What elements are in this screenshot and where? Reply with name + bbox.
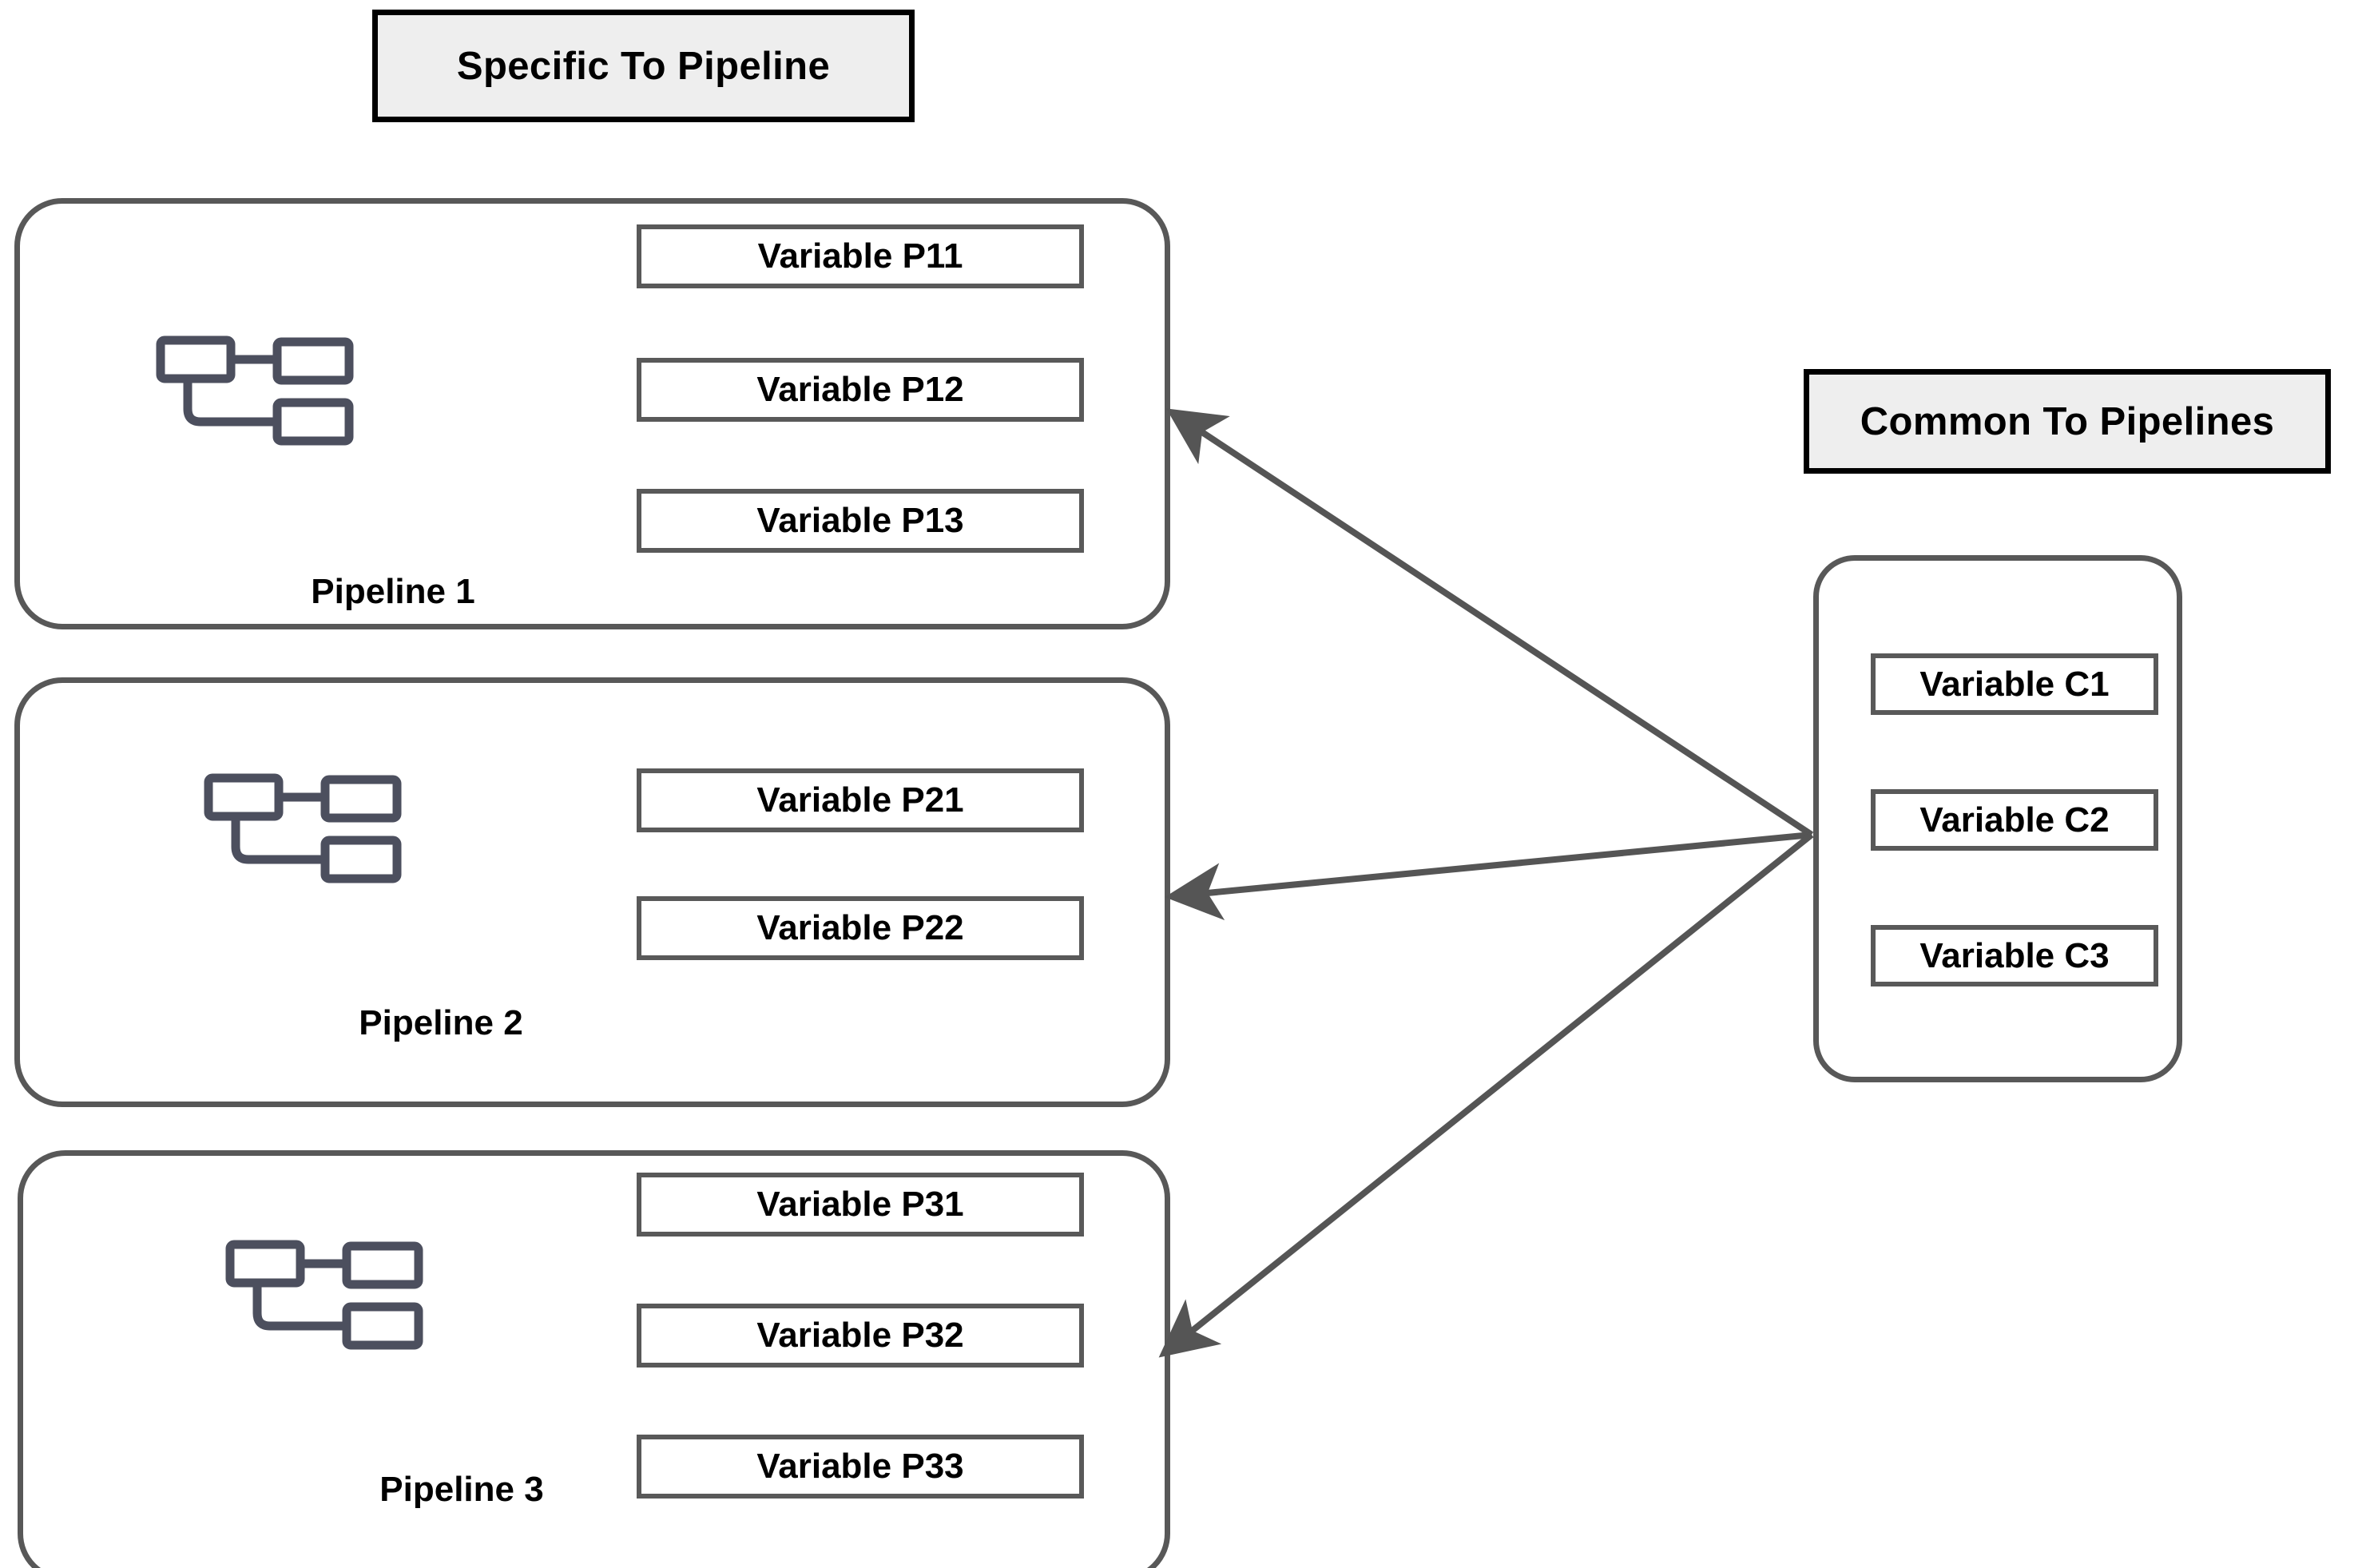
pipeline-caption-2: Pipeline 2 — [359, 1003, 523, 1042]
variable-label-p33: Variable P33 — [756, 1447, 964, 1486]
variable-label-p32: Variable P32 — [756, 1316, 964, 1355]
pipeline-card-2[interactable] — [14, 677, 1170, 1107]
variable-box-p31[interactable]: Variable P31 — [637, 1173, 1084, 1237]
section-header-common-to-pipelines: Common To Pipelines — [1804, 369, 2331, 474]
variable-box-p12[interactable]: Variable P12 — [637, 358, 1084, 422]
variable-label-p31: Variable P31 — [756, 1185, 964, 1224]
variable-label-c2: Variable C2 — [1919, 800, 2110, 840]
variable-box-p32[interactable]: Variable P32 — [637, 1304, 1084, 1368]
pipeline-caption-3: Pipeline 3 — [379, 1470, 544, 1509]
variable-label-p22: Variable P22 — [756, 908, 964, 947]
variable-box-c2[interactable]: Variable C2 — [1871, 789, 2158, 851]
arrow-common-to-pipeline-2 — [1165, 832, 1812, 921]
pipeline-flow-icon-3 — [225, 1240, 425, 1352]
variable-label-p21: Variable P21 — [756, 780, 964, 820]
pipeline-flow-icon-2 — [204, 773, 403, 885]
pipeline-caption-1: Pipeline 1 — [311, 572, 475, 611]
variable-label-p12: Variable P12 — [756, 370, 964, 409]
section-header-common-label: Common To Pipelines — [1860, 399, 2275, 443]
section-header-specific-to-pipeline: Specific To Pipeline — [372, 10, 915, 122]
arrow-common-to-pipeline-3 — [1158, 832, 1814, 1358]
variable-label-p11: Variable P11 — [757, 236, 963, 276]
variable-label-c1: Variable C1 — [1919, 664, 2110, 704]
arrow-common-to-pipeline-1 — [1165, 408, 1814, 838]
pipeline-flow-icon-1 — [156, 335, 355, 447]
variable-box-p22[interactable]: Variable P22 — [637, 896, 1084, 960]
variable-label-c3: Variable C3 — [1919, 935, 2110, 975]
variable-box-c3[interactable]: Variable C3 — [1871, 925, 2158, 986]
variable-box-p21[interactable]: Variable P21 — [637, 768, 1084, 832]
section-header-specific-label: Specific To Pipeline — [456, 44, 831, 88]
variable-box-p11[interactable]: Variable P11 — [637, 224, 1084, 288]
variable-box-c1[interactable]: Variable C1 — [1871, 653, 2158, 715]
variable-box-p33[interactable]: Variable P33 — [637, 1435, 1084, 1499]
variable-label-p13: Variable P13 — [756, 501, 964, 540]
variable-box-p13[interactable]: Variable P13 — [637, 489, 1084, 553]
